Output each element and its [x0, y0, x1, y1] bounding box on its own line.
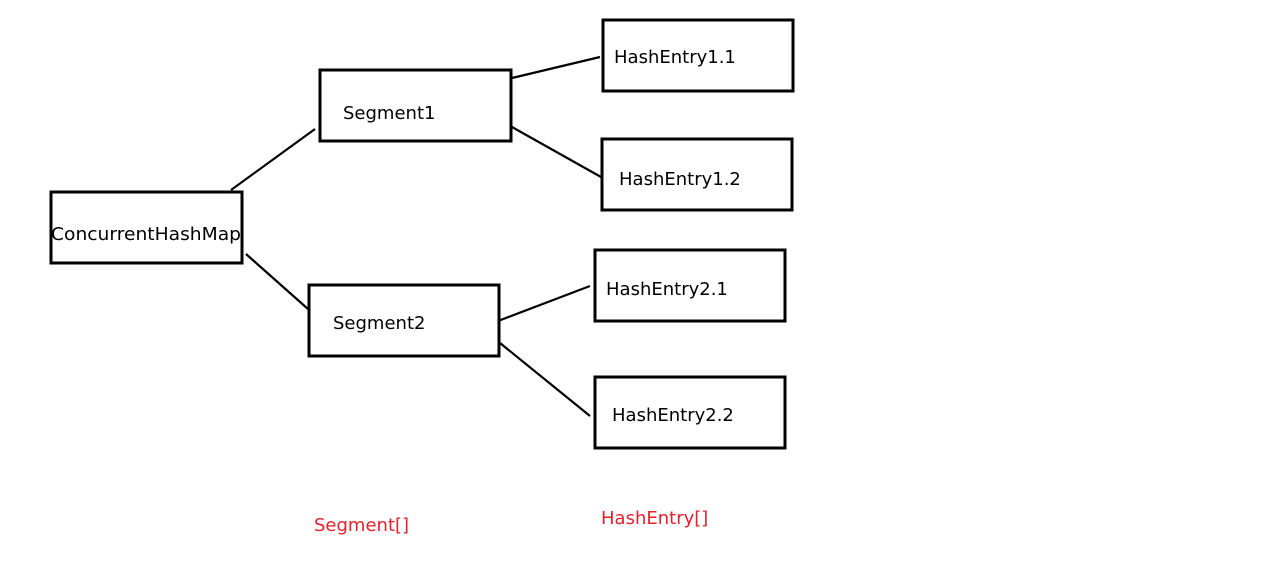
node-label-hashentry-2-1: HashEntry2.1	[606, 279, 728, 300]
node-label-segment1: Segment1	[343, 103, 435, 124]
node-hashentry-2-2: HashEntry2.2	[593, 375, 787, 450]
node-label-hashentry-1-2: HashEntry1.2	[619, 169, 741, 190]
edge-root-segment1	[230, 128, 316, 191]
edge-segment1-hashentry12	[511, 126, 602, 178]
node-label-hashentry-1-1: HashEntry1.1	[614, 47, 736, 68]
node-label-hashentry-2-2: HashEntry2.2	[612, 405, 734, 426]
node-hashentry-1-1: HashEntry1.1	[601, 18, 795, 93]
node-label-concurrenthashmap: ConcurrentHashMap	[51, 224, 241, 245]
edge-segment2-hashentry22	[499, 342, 591, 417]
node-label-segment2: Segment2	[333, 313, 425, 334]
node-segment2: Segment2	[307, 283, 501, 358]
edge-root-segment2	[245, 253, 309, 310]
caption-hashentry-array: HashEntry[]	[601, 508, 708, 529]
edge-segment1-hashentry11	[511, 55, 601, 80]
caption-segment-array: Segment[]	[314, 515, 409, 536]
node-concurrenthashmap: ConcurrentHashMap	[49, 190, 244, 265]
edge-segment2-hashentry21	[497, 284, 591, 323]
node-segment1: Segment1	[318, 68, 513, 143]
node-hashentry-1-2: HashEntry1.2	[600, 137, 794, 212]
node-hashentry-2-1: HashEntry2.1	[593, 248, 787, 323]
